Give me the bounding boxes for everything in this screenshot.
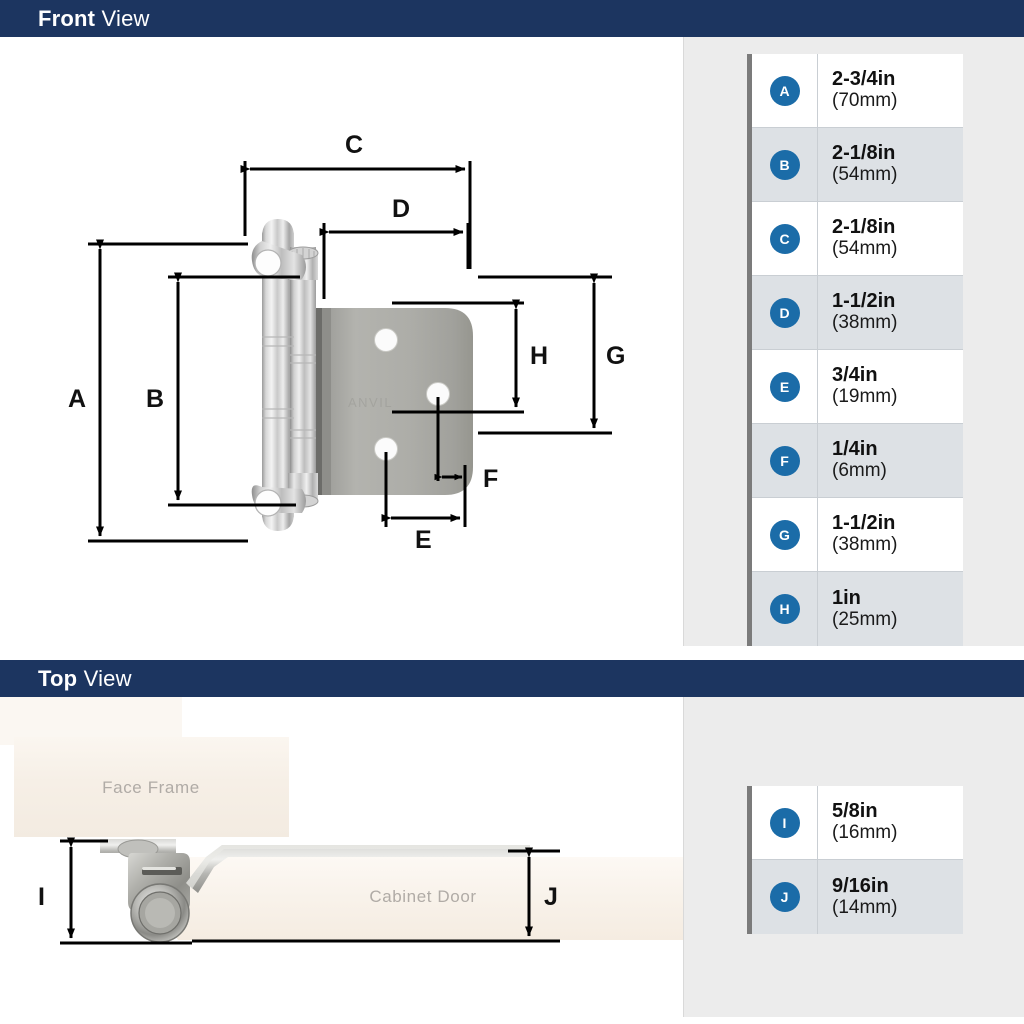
face-frame-label: Face Frame: [102, 778, 200, 797]
legend-mm-value-j: (14mm): [832, 896, 898, 918]
legend-badge-f: F: [769, 445, 800, 476]
legend-badge-j: J: [769, 882, 800, 912]
legend-badge-h: H: [769, 594, 800, 624]
top-view-title-light: View: [77, 665, 132, 691]
legend-badge-i: I: [769, 807, 800, 838]
legend-inch-value-a: 2-3/4in: [832, 68, 896, 91]
legend-badge-cell-c: C: [752, 202, 818, 275]
legend-badge-cell-d: D: [752, 276, 818, 349]
legend-inch-value-i: 5/8in: [832, 800, 878, 823]
front-view-header: Front View: [0, 0, 1024, 37]
legend-value-cell-c: 2-1/8in(54mm): [818, 202, 963, 275]
legend-badge-e: E: [769, 371, 800, 402]
top-dimension-legend: I 5/8in(16mm) J 9/16in(14mm): [747, 786, 963, 934]
top-view-drawing: Face Frame Cabinet Door: [0, 697, 683, 1017]
legend-inch-value-b: 2-1/8in: [832, 142, 896, 165]
legend-row-c: C 2-1/8in(54mm): [752, 202, 963, 276]
legend-value-cell-e: 3/4in(19mm): [818, 350, 963, 423]
legend-mm-value-i: (16mm): [832, 822, 898, 844]
top-view-title-bold: Top: [38, 665, 78, 691]
legend-value-cell-f: 1/4in(6mm): [818, 424, 963, 497]
legend-mm-value-b: (54mm): [832, 164, 898, 186]
legend-row-h: H 1in(25mm): [752, 572, 963, 646]
legend-inch-value-d: 1-1/2in: [832, 290, 896, 313]
legend-mm-value-c: (54mm): [832, 238, 898, 260]
top-view-title: Top View: [0, 666, 132, 692]
top-view-svg: Face Frame Cabinet Door: [0, 697, 683, 945]
dimension-label-E: E: [415, 526, 432, 554]
front-view-title: Front View: [0, 6, 150, 32]
legend-badge-cell-g: G: [752, 498, 818, 571]
legend-row-b: B 2-1/8in(54mm): [752, 128, 963, 202]
legend-row-f: F 1/4in(6mm): [752, 424, 963, 498]
legend-inch-value-g: 1-1/2in: [832, 512, 896, 535]
legend-row-e: E 3/4in(19mm): [752, 350, 963, 424]
legend-badge-cell-f: F: [752, 424, 818, 497]
dimension-label-A: A: [68, 385, 86, 413]
dimension-H: H: [392, 299, 548, 414]
dimension-label-J: J: [544, 883, 558, 911]
legend-mm-value-g: (38mm): [832, 534, 898, 556]
legend-mm-value-e: (19mm): [832, 386, 898, 408]
dimension-label-H: H: [530, 342, 548, 370]
dimension-label-B: B: [146, 385, 164, 413]
legend-value-cell-d: 1-1/2in(38mm): [818, 276, 963, 349]
front-view-title-light: View: [95, 5, 150, 31]
legend-badge-cell-j: J: [752, 860, 818, 934]
dimension-label-F: F: [483, 465, 498, 493]
legend-row-j: J 9/16in(14mm): [752, 860, 963, 934]
legend-badge-d: D: [769, 297, 800, 328]
dimension-B: B: [146, 272, 300, 507]
legend-inch-value-h: 1in: [832, 586, 861, 609]
front-view-svg: ANVIL: [68, 131, 625, 554]
dimension-label-I: I: [38, 883, 45, 911]
legend-inch-value-e: 3/4in: [832, 364, 878, 387]
svg-text:ANVIL: ANVIL: [348, 395, 393, 410]
legend-value-cell-h: 1in(25mm): [818, 572, 963, 646]
dimension-label-D: D: [392, 195, 410, 223]
front-view-title-bold: Front: [38, 5, 96, 31]
legend-mm-value-d: (38mm): [832, 312, 898, 334]
legend-inch-value-j: 9/16in: [832, 874, 889, 897]
dimension-D: D: [319, 195, 470, 299]
dimension-G: G: [478, 273, 625, 435]
legend-value-cell-i: 5/8in(16mm): [818, 786, 963, 859]
top-view-header: Top View: [0, 660, 1024, 697]
legend-badge-g: G: [769, 519, 800, 550]
dimension-J: J: [192, 847, 560, 943]
legend-value-cell-b: 2-1/8in(54mm): [818, 128, 963, 201]
legend-mm-value-h: (25mm): [832, 608, 898, 630]
dimension-I: I: [38, 837, 192, 945]
legend-value-cell-g: 1-1/2in(38mm): [818, 498, 963, 571]
legend-badge-cell-i: I: [752, 786, 818, 859]
dimension-label-G: G: [606, 342, 625, 370]
legend-inch-value-f: 1/4in: [832, 438, 878, 461]
legend-value-cell-a: 2-3/4in(70mm): [818, 54, 963, 127]
legend-badge-c: C: [769, 223, 800, 254]
legend-badge-cell-a: A: [752, 54, 818, 127]
legend-row-a: A 2-3/4in(70mm): [752, 54, 963, 128]
hinge-top-illustration: [100, 839, 530, 943]
legend-row-g: G 1-1/2in(38mm): [752, 498, 963, 572]
legend-value-cell-j: 9/16in(14mm): [818, 860, 963, 934]
cabinet-door-label: Cabinet Door: [369, 887, 476, 906]
legend-mm-value-a: (70mm): [832, 90, 898, 112]
legend-row-d: D 1-1/2in(38mm): [752, 276, 963, 350]
legend-badge-a: A: [769, 75, 800, 106]
legend-badge-cell-e: E: [752, 350, 818, 423]
dimension-label-C: C: [345, 131, 363, 159]
legend-badge-cell-b: B: [752, 128, 818, 201]
dimension-C: C: [240, 131, 472, 269]
legend-inch-value-c: 2-1/8in: [832, 216, 896, 239]
legend-row-i: I 5/8in(16mm): [752, 786, 963, 860]
dimension-A: A: [68, 239, 248, 543]
front-view-drawing: ANVIL: [0, 37, 683, 646]
dimension-F: F: [434, 397, 498, 507]
bottom-spacer: [0, 1017, 1024, 1024]
legend-mm-value-f: (6mm): [832, 460, 887, 482]
legend-badge-b: B: [769, 149, 800, 180]
hinge-front-illustration: ANVIL: [251, 219, 473, 531]
legend-badge-cell-h: H: [752, 572, 818, 646]
